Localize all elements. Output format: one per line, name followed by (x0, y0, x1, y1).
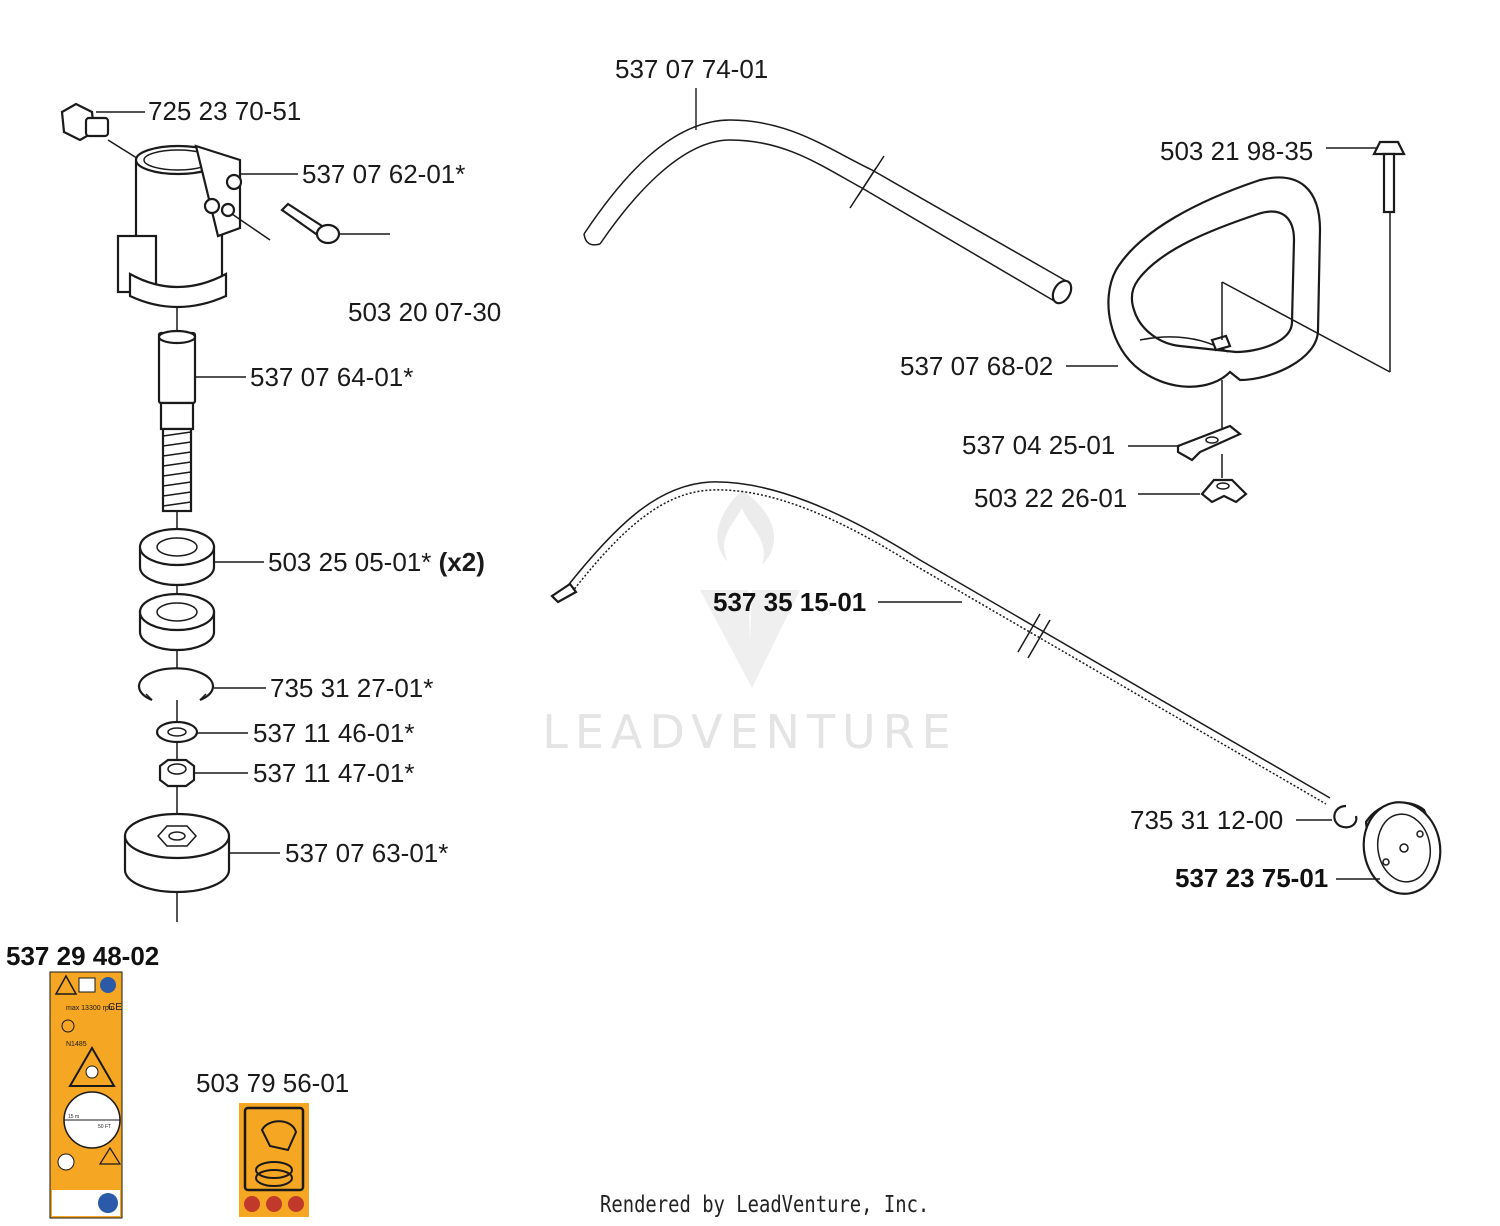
label-housing: 537 07 62-01* (302, 159, 465, 189)
decal-distance-a: 15 m (68, 1114, 79, 1120)
head-assembly (60, 102, 390, 922)
decal-large: max 13300 rpm CE N1485 15 m 50 FT (49, 971, 123, 1219)
prohibit-icon-1 (244, 1196, 260, 1212)
hearing-protection-icon (100, 977, 116, 993)
label-screw: 503 20 07-30 (348, 297, 501, 327)
part-labels: 725 23 70-51 537 07 62-01* 503 20 07-30 … (6, 54, 1328, 1098)
label-cup: 537 07 63-01* (285, 838, 448, 868)
label-handle-bolt: 503 21 98-35 (1160, 136, 1313, 166)
footer-credit: Rendered by LeadVenture, Inc. (600, 1192, 930, 1218)
thrown-objects-warning-icon (68, 1046, 116, 1087)
circlip-part (137, 667, 215, 702)
label-shaft: 537 07 64-01* (250, 362, 413, 392)
handle-part (1066, 176, 1322, 388)
cable-part (550, 481, 1331, 805)
hand-icon (260, 1120, 298, 1152)
prohibit-icon-3 (288, 1196, 304, 1212)
clamp-part (1128, 424, 1243, 478)
label-cable: 537 35 15-01 (713, 587, 866, 617)
decal-rpm-text: max 13300 rpm (66, 1005, 115, 1012)
nut-part (158, 758, 196, 788)
label-clip: 735 31 12-00 (1130, 805, 1283, 835)
label-bearing: 503 25 05-01* (x2) (268, 547, 485, 577)
bearing-lower-part (138, 592, 216, 652)
drum-part (1336, 801, 1442, 895)
tube-part (583, 88, 1073, 305)
engine-icon (61, 1019, 75, 1033)
prohibit-icon-2 (266, 1196, 282, 1212)
top-bolt-part (60, 102, 141, 161)
label-clamp: 537 04 25-01 (962, 430, 1115, 460)
watermark-logo-icon (700, 490, 800, 688)
label-decal-large: 537 29 48-02 (6, 941, 159, 971)
decal-small (239, 1103, 309, 1217)
shaft-part (157, 329, 197, 513)
trimmer-spool-icon (255, 1161, 293, 1179)
label-bolt-top: 725 23 70-51 (148, 96, 301, 126)
warning-triangle-icon (54, 974, 78, 995)
cable-assembly (550, 481, 1442, 895)
decal-code-text: N1485 (66, 1041, 87, 1048)
label-decal-small: 503 79 56-01 (196, 1068, 349, 1098)
clip-part (1296, 804, 1358, 829)
ce-mark: CE (108, 1002, 122, 1013)
label-circlip: 735 31 27-01* (270, 673, 433, 703)
label-wing-nut: 503 22 26-01 (974, 483, 1127, 513)
screw-part (280, 202, 390, 245)
decal-distance-b: 50 FT (98, 1124, 111, 1130)
hot-surface-warning-icon (98, 1146, 122, 1165)
wing-nut-part (1138, 478, 1248, 504)
label-nut: 537 11 47-01* (253, 758, 414, 788)
handle-bolt-part (1221, 140, 1406, 428)
cup-part (123, 812, 231, 894)
watermark-text: LEADVENTURE (542, 705, 958, 759)
label-handle: 537 07 68-02 (900, 351, 1053, 381)
rotation-icon (57, 1153, 75, 1171)
housing-part (116, 144, 271, 309)
bearing-upper-part (138, 527, 216, 587)
info-logo-icon (98, 1193, 118, 1213)
manual-book-icon (78, 977, 96, 993)
watermark: LEADVENTURE (542, 490, 958, 759)
label-tube: 537 07 74-01 (615, 54, 768, 84)
washer-part (155, 720, 199, 744)
tube-handle-assembly (583, 88, 1406, 504)
label-drum: 537 23 75-01 (1175, 863, 1328, 893)
label-washer: 537 11 46-01* (253, 718, 414, 748)
